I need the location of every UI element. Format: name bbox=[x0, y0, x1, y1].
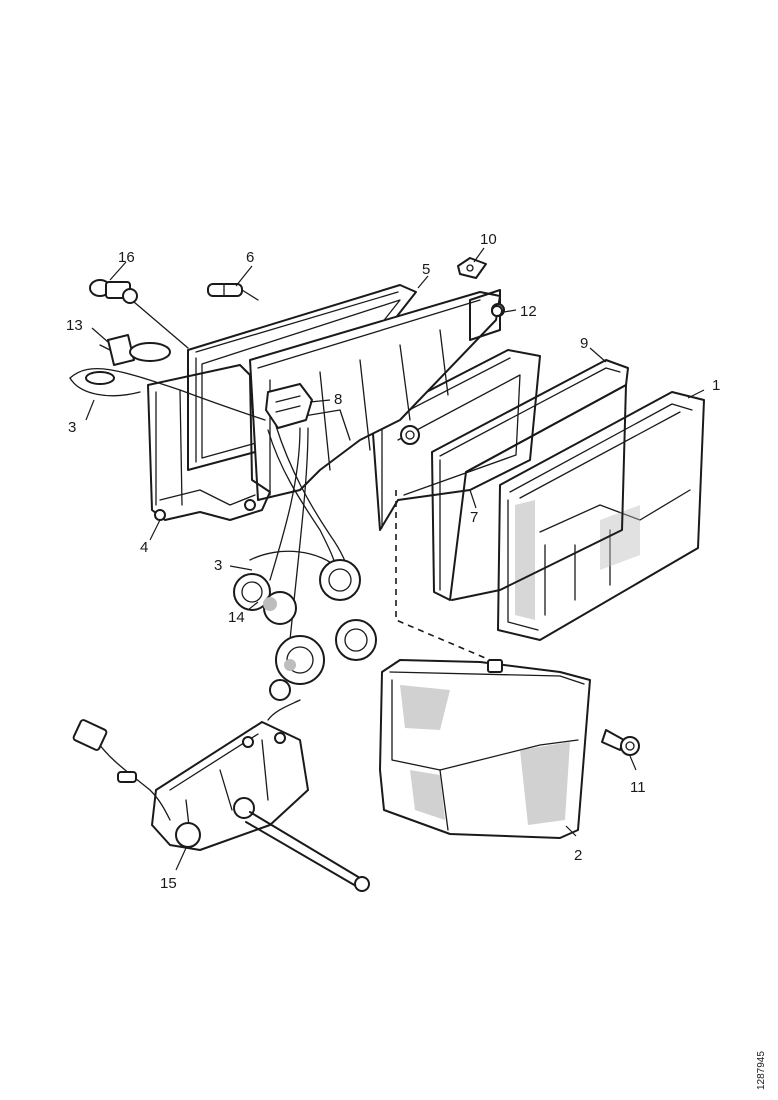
assembly-dashed-line bbox=[395, 490, 491, 661]
reference-number: 1287945 bbox=[756, 1051, 767, 1090]
part-14-bulb-sockets bbox=[233, 559, 377, 701]
part-2-indicator-lamp bbox=[379, 659, 591, 839]
part-1-headlamp-lens bbox=[497, 391, 705, 641]
callout-15: 15 bbox=[160, 875, 177, 892]
part-15-level-adjuster bbox=[72, 719, 370, 892]
part-6-bulb bbox=[207, 283, 259, 301]
callout-13: 13 bbox=[66, 317, 83, 334]
part-3-wire-loop bbox=[69, 368, 266, 421]
callout-labels: 1 2 3 3 4 5 6 7 8 9 10 11 12 13 14 15 16 bbox=[66, 231, 720, 892]
callout-10: 10 bbox=[480, 231, 497, 248]
headlamp-housing bbox=[249, 289, 505, 501]
part-11-screw bbox=[601, 729, 640, 756]
callout-16: 16 bbox=[118, 249, 135, 266]
part-16-bulb bbox=[89, 279, 189, 349]
leader-lines bbox=[85, 247, 705, 871]
callout-2: 2 bbox=[574, 847, 582, 864]
callout-5: 5 bbox=[422, 261, 430, 278]
part-12-screw bbox=[491, 305, 503, 317]
callout-11: 11 bbox=[630, 779, 646, 796]
callout-3-lower: 3 bbox=[214, 557, 222, 574]
callout-14: 14 bbox=[228, 609, 245, 626]
callout-6: 6 bbox=[246, 249, 254, 266]
callout-8: 8 bbox=[334, 391, 342, 408]
callout-3-upper: 3 bbox=[68, 419, 76, 436]
part-13-bulb bbox=[99, 334, 171, 366]
part-8-bracket bbox=[265, 383, 313, 429]
callout-4: 4 bbox=[140, 539, 148, 556]
callout-9: 9 bbox=[580, 335, 588, 352]
callout-1: 1 bbox=[712, 377, 720, 394]
part-10-clip bbox=[457, 257, 487, 279]
callout-12: 12 bbox=[520, 303, 537, 320]
part-4-mount-bracket bbox=[147, 364, 271, 521]
callout-7: 7 bbox=[470, 509, 478, 526]
